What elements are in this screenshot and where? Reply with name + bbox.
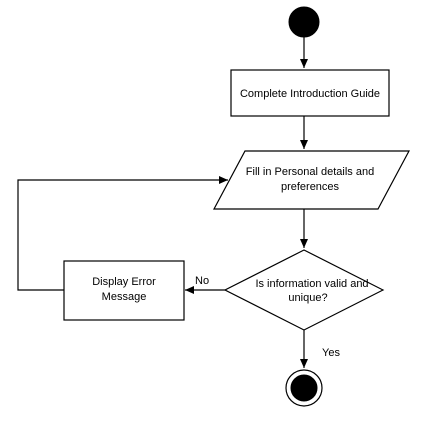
error-text-line-2: Message	[102, 291, 147, 303]
intro-box	[230, 69, 390, 117]
edge-error-to-fill	[17, 176, 228, 291]
decision-text-line-1: Is information valid and	[255, 278, 368, 290]
start-node	[288, 6, 320, 38]
decision-text-line-2: unique?	[288, 292, 327, 304]
end-node-inner	[290, 374, 318, 402]
fill-text-line-2: preferences	[281, 181, 340, 193]
no-label: No	[195, 275, 209, 287]
fill-text-line-1: Fill in Personal details and	[246, 166, 374, 178]
decision-diamond	[223, 249, 385, 331]
error-box	[63, 260, 185, 321]
fill-parallelogram	[212, 150, 411, 210]
error-text-line-1: Display Error	[92, 276, 156, 288]
yes-label: Yes	[322, 347, 340, 359]
intro-text: Complete Introduction Guide	[240, 88, 380, 100]
